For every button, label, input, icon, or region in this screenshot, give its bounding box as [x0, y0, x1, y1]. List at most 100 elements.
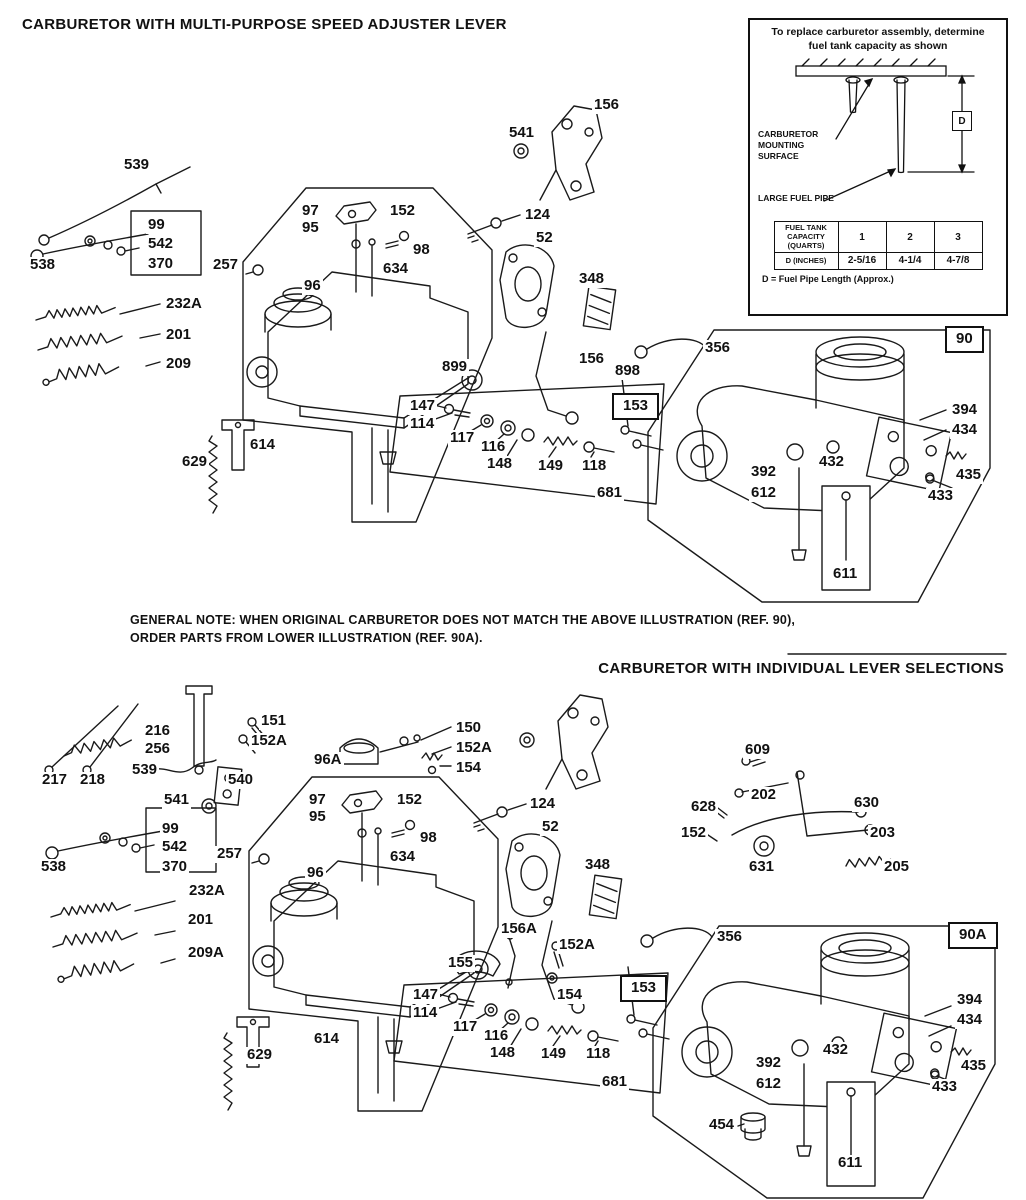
general-note-line1: GENERAL NOTE: WHEN ORIGINAL CARBURETOR D… [130, 613, 796, 627]
mounting-surface-label-line3: SURFACE [758, 151, 799, 162]
part-number-628: 628 [689, 798, 719, 816]
part-number-97: 97 [300, 202, 321, 220]
part-number-149: 149 [539, 1045, 569, 1063]
part-number-542: 542 [160, 838, 190, 856]
part-number-394: 394 [950, 401, 980, 419]
part-number-152a: 152A [557, 936, 597, 954]
part-number-98: 98 [411, 241, 432, 259]
part-number-154: 154 [555, 986, 585, 1004]
mounting-surface-label-line1: CARBURETOR [758, 129, 819, 140]
part-number-433: 433 [930, 1078, 960, 1096]
part-number-612: 612 [749, 484, 779, 502]
part-number-118: 118 [580, 457, 609, 475]
part-number-154: 154 [454, 759, 484, 777]
part-number-152a: 152A [454, 739, 494, 757]
part-number-612: 612 [754, 1075, 784, 1093]
part-number-232a: 232A [164, 295, 204, 313]
part-number-150: 150 [454, 719, 484, 737]
part-number-202: 202 [749, 786, 779, 804]
part-number-257: 257 [215, 845, 245, 863]
part-number-151: 151 [259, 712, 289, 730]
table-row-d-inches: D (INCHES) 2-5/16 4-1/4 4-7/8 [773, 252, 983, 270]
part-number-97: 97 [307, 791, 328, 809]
part-number-116: 116 [482, 1027, 511, 1045]
table-row-capacity: FUEL TANK CAPACITY (QUARTS) 1 2 3 [773, 221, 983, 254]
part-number-614: 614 [312, 1030, 342, 1048]
part-number-348: 348 [577, 270, 607, 288]
part-number-152: 152 [388, 202, 418, 220]
part-number-899: 899 [440, 358, 470, 376]
part-number-538: 538 [39, 858, 69, 876]
mounting-surface-label-line2: MOUNTING [758, 140, 805, 151]
page-title: CARBURETOR WITH MULTI-PURPOSE SPEED ADJU… [22, 16, 507, 33]
part-number-614: 614 [248, 436, 278, 454]
fuel-pipe-drawing [795, 58, 975, 202]
part-number-90a: 90A [948, 922, 998, 949]
part-number-434: 434 [955, 1011, 985, 1029]
part-number-634: 634 [381, 260, 411, 278]
dimension-d-box: D [952, 111, 972, 132]
part-number-117: 117 [448, 429, 477, 447]
large-fuel-pipe-label: LARGE FUEL PIPE [758, 193, 834, 204]
part-number-152: 152 [395, 791, 425, 809]
part-number-98: 98 [418, 829, 439, 847]
part-number-356: 356 [715, 928, 745, 946]
general-note: GENERAL NOTE: WHEN ORIGINAL CARBURETOR D… [130, 612, 795, 647]
fuel-tank-inset: To replace carburetor assembly, determin… [748, 18, 1008, 316]
part-number-634: 634 [388, 848, 418, 866]
part-number-898: 898 [613, 362, 643, 380]
part-number-611: 611 [831, 565, 860, 583]
part-number-156: 156 [577, 350, 607, 368]
part-number-631: 631 [747, 858, 777, 876]
part-number-153: 153 [620, 975, 668, 1002]
part-number-392: 392 [754, 1054, 784, 1072]
inset-header-line1: To replace carburetor assembly, determin… [771, 26, 985, 38]
part-number-542: 542 [146, 235, 176, 253]
part-number-370: 370 [146, 255, 176, 273]
part-number-201: 201 [186, 911, 216, 929]
part-number-156: 156 [592, 96, 622, 114]
part-number-148: 148 [485, 455, 515, 473]
table-cell: 3 [933, 221, 983, 254]
part-number-217: 217 [40, 771, 70, 789]
part-number-539: 539 [130, 761, 160, 779]
part-number-356: 356 [703, 339, 733, 357]
table-cell: D (INCHES) [773, 252, 839, 270]
part-number-99: 99 [160, 820, 181, 838]
part-number-394: 394 [955, 991, 985, 1009]
part-number-96: 96 [302, 277, 323, 295]
part-number-124: 124 [528, 795, 558, 813]
part-number-116: 116 [479, 438, 508, 456]
part-number-681: 681 [600, 1073, 630, 1091]
inset-header: To replace carburetor assembly, determin… [750, 20, 1006, 53]
part-number-114: 114 [408, 415, 437, 433]
table-cell: 4-7/8 [933, 252, 983, 270]
inset-drawing: CARBURETOR MOUNTING SURFACE LARGE FUEL P… [750, 53, 1006, 221]
part-number-152a: 152A [249, 732, 289, 750]
part-number-540: 540 [226, 771, 256, 789]
part-number-370: 370 [160, 858, 190, 876]
part-number-433: 433 [926, 487, 956, 505]
part-number-96: 96 [305, 864, 326, 882]
part-number-435: 435 [954, 466, 984, 484]
part-number-52: 52 [540, 818, 561, 836]
lower-diagram-art [44, 685, 996, 1199]
inset-footnote: D = Fuel Pipe Length (Approx.) [762, 273, 894, 284]
table-cell: FUEL TANK CAPACITY (QUARTS) [773, 221, 839, 254]
part-number-629: 629 [245, 1046, 275, 1064]
part-number-201: 201 [164, 326, 194, 344]
part-number-114: 114 [411, 1004, 440, 1022]
part-number-124: 124 [523, 206, 553, 224]
part-number-95: 95 [307, 808, 328, 826]
part-number-348: 348 [583, 856, 613, 874]
part-number-539: 539 [122, 156, 152, 174]
part-number-148: 148 [488, 1044, 518, 1062]
part-number-203: 203 [868, 824, 898, 842]
part-number-209a: 209A [186, 944, 226, 962]
upper-diagram-art [30, 105, 991, 603]
part-number-454: 454 [707, 1116, 737, 1134]
mounting-surface-label: CARBURETOR MOUNTING SURFACE [758, 129, 818, 162]
part-number-257: 257 [211, 256, 241, 274]
part-number-147: 147 [411, 986, 441, 1004]
